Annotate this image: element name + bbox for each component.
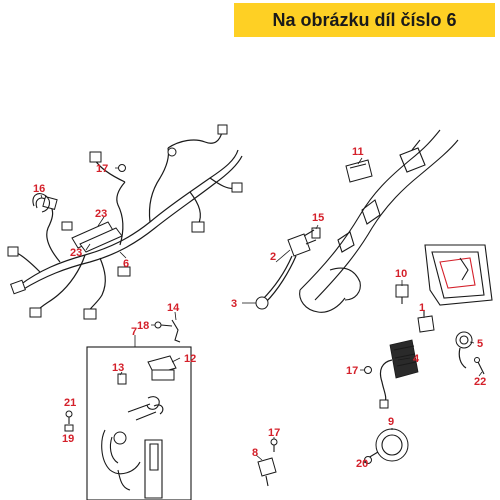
callout-2: 2 xyxy=(270,251,276,263)
harness-clamps-part-23[interactable] xyxy=(71,221,123,253)
nut-part-20[interactable] xyxy=(364,456,372,464)
callout-18: 18 xyxy=(137,320,149,332)
callout-11: 11 xyxy=(352,146,364,158)
callout-5: 5 xyxy=(477,338,483,350)
callout-23-bottom: 23 xyxy=(70,247,82,259)
callout-3: 3 xyxy=(231,298,237,310)
callout-21: 21 xyxy=(64,397,76,409)
callout-23-top: 23 xyxy=(95,208,107,220)
banner-text: Na obrázku díl číslo 6 xyxy=(272,9,457,30)
ignition-lock-set-box-part-7[interactable] xyxy=(86,319,192,500)
callout-14: 14 xyxy=(167,302,180,314)
callout-6: 6 xyxy=(123,258,129,270)
callout-1: 1 xyxy=(419,302,425,314)
regulator-part-4[interactable] xyxy=(379,339,419,409)
callout-7: 7 xyxy=(131,326,137,338)
callout-17-top: 17 xyxy=(96,163,108,175)
frame-structure xyxy=(299,129,493,313)
component-part-10[interactable] xyxy=(395,284,409,304)
relay-part-11[interactable] xyxy=(345,159,373,183)
callout-17-bottom: 17 xyxy=(268,427,280,439)
component-part-8[interactable] xyxy=(257,457,277,487)
wiring-harness-part-6[interactable] xyxy=(7,124,243,320)
callout-10: 10 xyxy=(395,268,407,280)
screw-part-22[interactable] xyxy=(474,357,485,375)
callout-4: 4 xyxy=(413,353,420,365)
callout-22: 22 xyxy=(474,376,486,388)
connector-part-17-mid[interactable] xyxy=(364,366,372,374)
cable-tie-part-16[interactable] xyxy=(32,193,51,213)
callout-15: 15 xyxy=(312,212,324,224)
callout-13: 13 xyxy=(112,362,124,374)
leader-lines xyxy=(40,157,483,464)
clip-part-15[interactable] xyxy=(311,227,321,239)
cable-sensor-part-2-3[interactable] xyxy=(255,229,317,310)
callout-labels: 11 15 2 3 10 1 4 17 5 22 9 20 8 17 7 13 … xyxy=(33,146,486,470)
callout-12: 12 xyxy=(184,353,196,365)
callout-16: 16 xyxy=(33,183,45,195)
connector-part-17-top[interactable] xyxy=(115,164,126,172)
horn-part-9[interactable] xyxy=(367,428,409,462)
callout-8: 8 xyxy=(252,447,258,459)
callout-17-mid: 17 xyxy=(346,365,358,377)
connector-part-17-bottom[interactable] xyxy=(270,438,278,452)
nut-part-19[interactable] xyxy=(64,424,74,432)
part-number-banner: Na obrázku díl číslo 6 xyxy=(234,3,495,37)
component-part-5[interactable] xyxy=(455,331,473,369)
callout-19: 19 xyxy=(62,433,74,445)
callout-9: 9 xyxy=(388,416,394,428)
callout-20: 20 xyxy=(356,458,368,470)
screw-part-21[interactable] xyxy=(65,410,73,424)
